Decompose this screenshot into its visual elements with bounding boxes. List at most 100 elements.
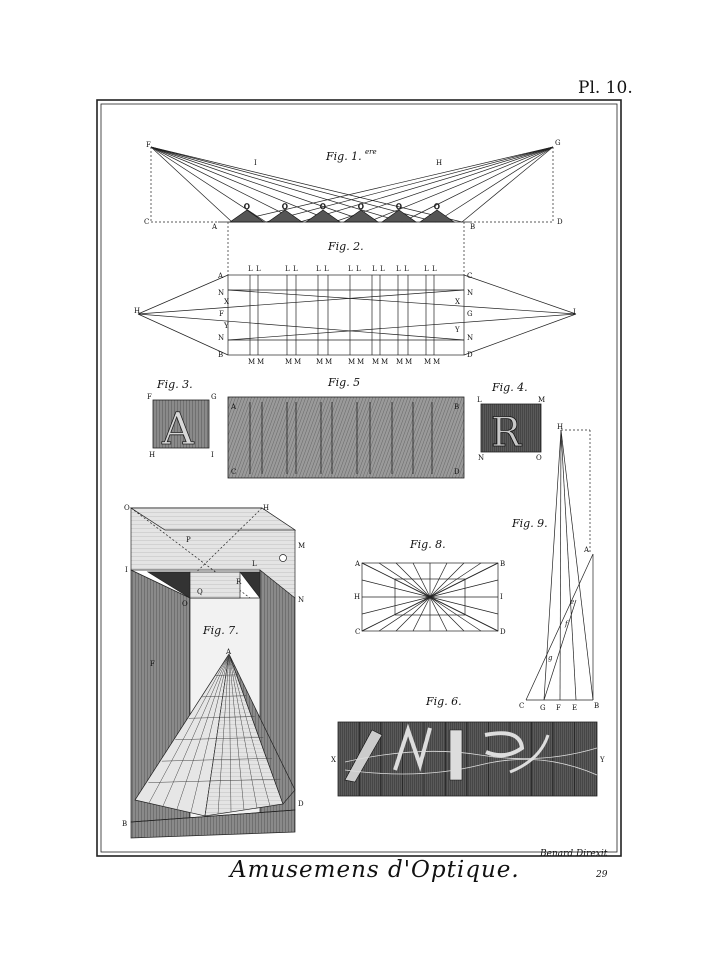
- fig-2-M-label: M: [381, 358, 388, 366]
- engraved-line: [148, 653, 230, 804]
- svg-text:B: B: [122, 820, 127, 828]
- engraved-line: [228, 653, 271, 807]
- svg-text:F: F: [150, 660, 155, 668]
- engraved-line: [395, 562, 431, 598]
- engraver-credit: Benard Direxit: [540, 849, 608, 859]
- svg-text:f: f: [564, 620, 569, 628]
- fig-2-M-label: M: [257, 358, 264, 366]
- svg-text:H: H: [263, 504, 269, 512]
- engraved-line: [333, 146, 554, 223]
- fig-2-L-label: L: [285, 265, 290, 273]
- fig-1-point-label: O: [434, 203, 440, 211]
- page-number: 29: [596, 870, 608, 880]
- engraved-line: [378, 596, 431, 632]
- svg-text:R: R: [236, 578, 242, 586]
- svg-text:N: N: [478, 454, 484, 462]
- svg-text:O: O: [124, 504, 130, 512]
- fig-2-M-label: M: [248, 358, 255, 366]
- fig-2-M-label: M: [424, 358, 431, 366]
- engraved-line: [429, 596, 482, 632]
- fig-2-L-label: L: [324, 265, 329, 273]
- svg-text:G: G: [540, 704, 546, 712]
- engraved-line: [401, 146, 554, 223]
- outer-border: [96, 99, 622, 857]
- svg-text:Y: Y: [454, 326, 460, 334]
- svg-text:H: H: [436, 159, 442, 167]
- svg-text:G: G: [211, 393, 217, 401]
- fig-2-caption: Fig. 2.: [327, 240, 364, 253]
- fig-2-L-label: L: [356, 265, 361, 273]
- fig-9: [525, 429, 594, 701]
- svg-text:A: A: [161, 404, 195, 455]
- prism-mark: [228, 209, 266, 223]
- engraved-line: [435, 146, 554, 223]
- fig-2-M-label: M: [372, 358, 379, 366]
- svg-text:C: C: [519, 702, 524, 710]
- fig-4: R: [480, 403, 542, 456]
- svg-text:D: D: [298, 800, 304, 808]
- svg-text:B: B: [500, 560, 505, 568]
- fig-1-point-label: O: [320, 203, 326, 211]
- fig-2-L-label: L: [293, 265, 298, 273]
- svg-text:N: N: [218, 334, 224, 342]
- engraved-line: [265, 146, 554, 223]
- fig-2-L-label: L: [348, 265, 353, 273]
- svg-text:F: F: [146, 141, 151, 149]
- svg-text:C: C: [144, 218, 149, 226]
- engraved-line: [150, 146, 301, 223]
- svg-text:Y: Y: [599, 756, 605, 764]
- engraved-line: [378, 562, 431, 598]
- engraved-line: [137, 313, 465, 341]
- svg-text:I: I: [254, 159, 257, 167]
- svg-text:L: L: [252, 560, 257, 568]
- svg-text:I: I: [211, 451, 214, 459]
- fig-2-L-label: L: [256, 265, 261, 273]
- prism-mark: [304, 209, 342, 223]
- svg-text:F: F: [219, 310, 224, 318]
- engraved-line: [429, 562, 465, 598]
- engraved-line: [204, 653, 230, 816]
- fig-6-caption: Fig. 6.: [425, 695, 462, 708]
- engraved-line: [227, 289, 577, 315]
- svg-text:F: F: [147, 393, 152, 401]
- engraved-line: [361, 596, 431, 632]
- svg-text:N: N: [467, 289, 473, 297]
- svg-text:A: A: [217, 272, 224, 280]
- fig-7: [129, 507, 297, 839]
- engraved-line: [162, 653, 230, 807]
- fig-9-caption: Fig. 9.: [511, 517, 548, 530]
- svg-text:A: A: [230, 403, 237, 411]
- fig-2-M-label: M: [433, 358, 440, 366]
- engraved-line: [395, 596, 431, 632]
- fig-8-caption: Fig. 8.: [409, 538, 446, 551]
- fig-5-caption: Fig. 5: [327, 376, 360, 389]
- fig-2-M-label: M: [396, 358, 403, 366]
- engraved-line: [215, 674, 238, 676]
- fig-1-point-label: O: [358, 203, 364, 211]
- engraved-line: [429, 562, 482, 598]
- fig-7-caption: Fig. 7.: [202, 624, 239, 637]
- svg-text:H: H: [134, 307, 140, 315]
- fig-2-L-label: L: [404, 265, 409, 273]
- fig-2-L-label: L: [432, 265, 437, 273]
- engraved-line: [137, 289, 465, 315]
- engraved-line: [150, 146, 437, 223]
- fig-2-L-label: L: [380, 265, 385, 273]
- svg-text:D: D: [557, 218, 563, 226]
- svg-text:O: O: [536, 454, 542, 462]
- engraved-line: [228, 653, 258, 809]
- svg-text:ere: ere: [365, 148, 377, 156]
- engraved-line: [137, 274, 229, 315]
- engraved-line: [228, 653, 232, 813]
- engraved-line: [412, 562, 431, 598]
- engraved-line: [361, 562, 431, 598]
- engraved-line: [150, 146, 369, 223]
- engraved-line: [176, 653, 230, 810]
- engraved-line: [202, 695, 247, 698]
- svg-text:A: A: [225, 648, 232, 656]
- prism-mark: [418, 209, 456, 223]
- fig-2-L-label: L: [316, 265, 321, 273]
- svg-text:C: C: [355, 628, 360, 636]
- svg-text:M: M: [298, 542, 305, 550]
